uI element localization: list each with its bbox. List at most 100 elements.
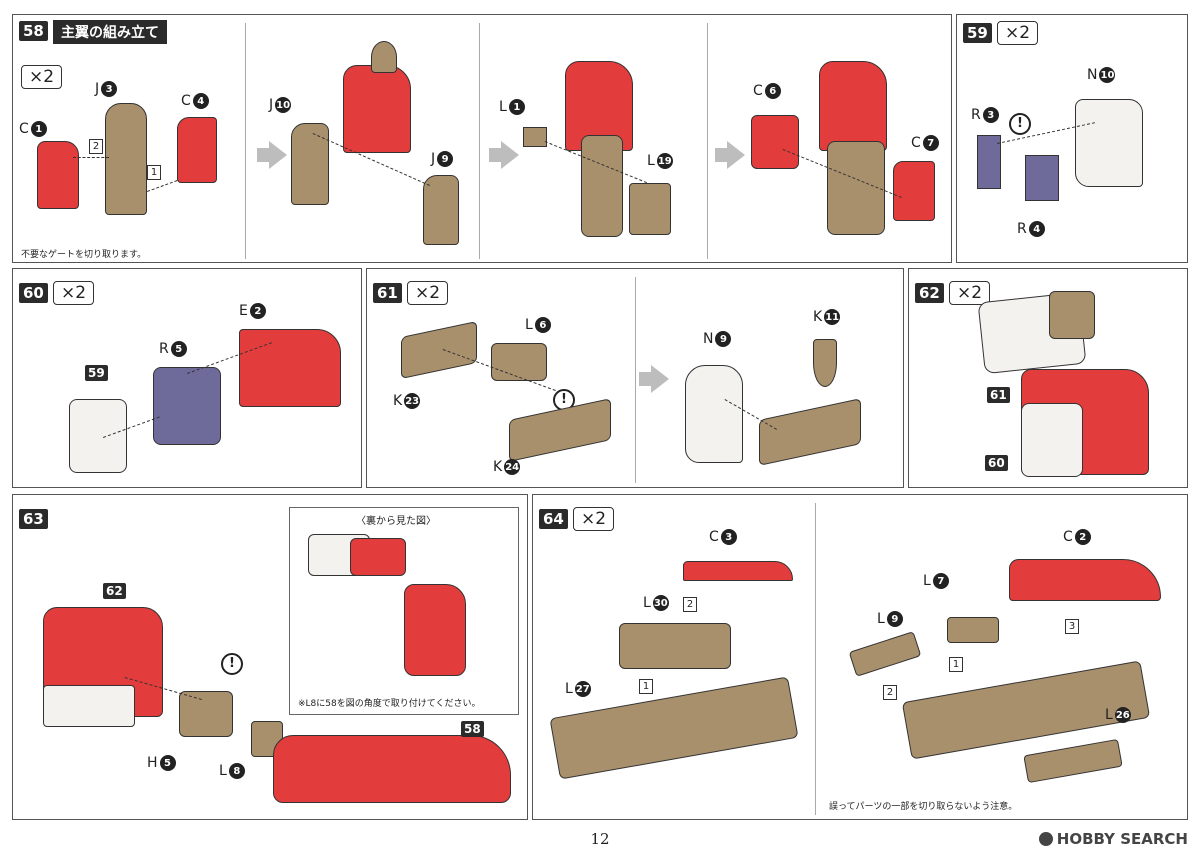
- substep-1: 1: [147, 165, 161, 180]
- inset-note: ※L8に58を図の角度で取り付けてください。: [298, 699, 481, 709]
- divider: [635, 277, 636, 483]
- part-upper-wing: [343, 65, 411, 153]
- substep-2: 2: [883, 685, 897, 700]
- caution-icon: !: [221, 653, 243, 675]
- ref-step-59: 59: [85, 365, 108, 381]
- assembly-62-side: [43, 685, 135, 727]
- part-r3: [977, 135, 1001, 189]
- part-c3: [683, 561, 793, 581]
- part-r5: [153, 367, 221, 445]
- step-number: 58: [19, 21, 48, 41]
- multiplier-badge: ×2: [53, 281, 95, 305]
- assembly-61-frame: [1049, 291, 1095, 339]
- assembly-k23-k24: [759, 398, 861, 466]
- watermark: HOBBY SEARCH: [1038, 830, 1188, 848]
- next-arrow: [257, 141, 287, 169]
- part-n9: [685, 365, 743, 463]
- assembly-arrow: [73, 157, 109, 158]
- part-n10: [1075, 99, 1143, 187]
- part-l7: [947, 617, 999, 643]
- divider: [479, 23, 480, 259]
- substep-2: 2: [683, 597, 697, 612]
- assembly-58: [273, 735, 511, 803]
- part-k23-frame: [401, 320, 477, 380]
- back-view-inset: 〈裏から見た図〉 ※L8に58を図の角度で取り付けてください。: [289, 507, 519, 715]
- part-upper-wing: [819, 61, 887, 151]
- substep-1: 1: [639, 679, 653, 694]
- substep-2: 2: [89, 139, 103, 154]
- inset-title: 〈裏から見た図〉: [356, 516, 436, 527]
- caution-note: 誤ってパーツの一部を切り取らないよう注意。: [829, 802, 1018, 812]
- divider: [245, 23, 246, 259]
- next-arrow: [639, 365, 669, 393]
- part-l1: [523, 127, 547, 147]
- divider: [707, 23, 708, 259]
- step-title: 主翼の組み立て: [53, 20, 167, 44]
- ref-step-60: 60: [985, 455, 1008, 471]
- multiplier-badge: ×2: [573, 507, 615, 531]
- multiplier-badge: ×2: [407, 281, 449, 305]
- step-number: 64: [539, 509, 568, 529]
- step-number: 63: [19, 509, 48, 529]
- caution-icon: !: [1009, 113, 1031, 135]
- part-j10: [291, 123, 329, 205]
- part-l19: [629, 183, 671, 235]
- assembly-arrow: [147, 180, 178, 192]
- inset-part-lower-wing: [404, 584, 466, 676]
- part-e2: [239, 329, 341, 407]
- substep-3: 3: [1065, 619, 1079, 634]
- part-frame: [827, 141, 885, 235]
- part-l26: [1023, 738, 1123, 784]
- ref-step-58: 58: [461, 721, 484, 737]
- next-arrow: [489, 141, 519, 169]
- part-c4: [177, 117, 217, 183]
- part-k11: [813, 339, 837, 387]
- multiplier-badge: ×2: [949, 281, 991, 305]
- assembly-59: [69, 399, 127, 473]
- gate-note: 不要なゲートを切り取ります。: [21, 250, 147, 260]
- watermark-logo-icon: [1038, 832, 1053, 846]
- part-c1: [37, 141, 79, 209]
- ref-step-62: 62: [103, 583, 126, 599]
- substep-1: 1: [949, 657, 963, 672]
- step-62-panel: 62 ×2 61 60: [908, 268, 1188, 488]
- inset-part-wing: [350, 538, 406, 576]
- part-c6: [751, 115, 799, 169]
- next-arrow: [715, 141, 745, 169]
- step-number: 60: [19, 283, 48, 303]
- step-number: 59: [963, 23, 992, 43]
- part-j9: [423, 175, 459, 245]
- step-number: 62: [915, 283, 944, 303]
- multiplier-badge: ×2: [21, 65, 63, 89]
- part-j3: [105, 103, 147, 215]
